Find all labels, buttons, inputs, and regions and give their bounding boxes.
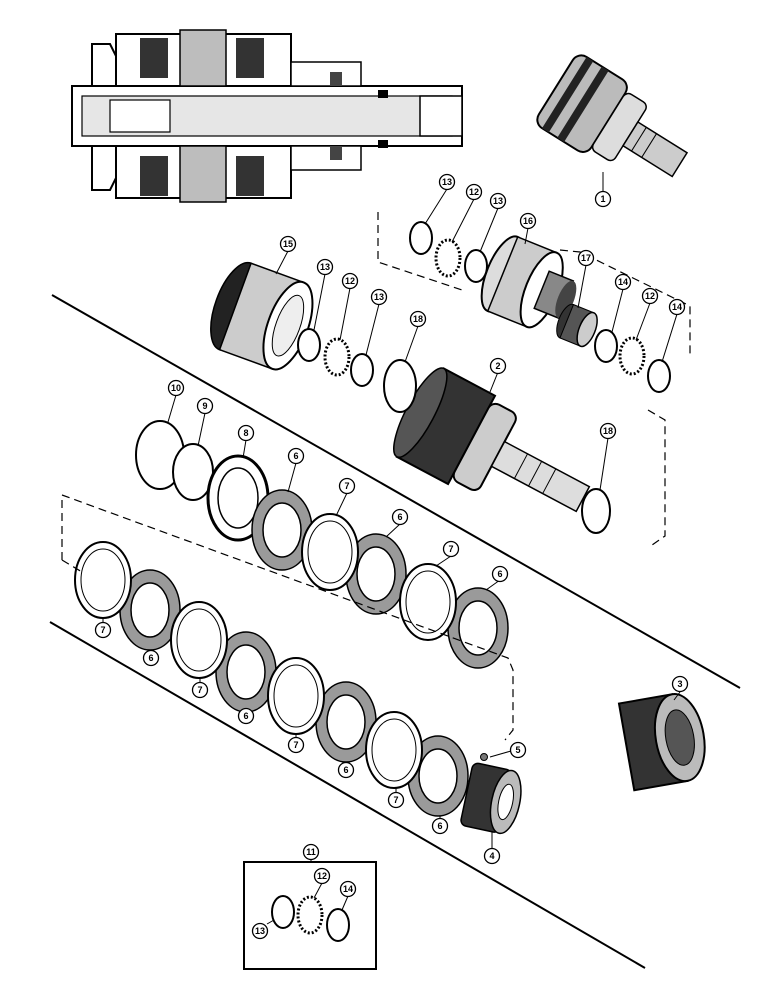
callout-7: 7 — [94, 621, 112, 639]
frame-line-lower — [49, 621, 646, 969]
hub-part-4 — [460, 762, 522, 835]
svg-text:13: 13 — [374, 292, 384, 302]
inset-rings — [271, 895, 350, 942]
callout-7: 7 — [191, 681, 209, 699]
svg-text:13: 13 — [493, 196, 503, 206]
callout-12: 12 — [341, 272, 359, 290]
callout-3: 3 — [671, 675, 689, 693]
callout-11: 11 — [302, 843, 320, 861]
svg-text:7: 7 — [197, 685, 202, 695]
svg-text:11: 11 — [306, 847, 316, 857]
svg-text:17: 17 — [581, 253, 591, 263]
clutch-drum-part-15 — [210, 261, 314, 371]
callout-6: 6 — [287, 447, 305, 465]
callout-13: 13 — [316, 258, 334, 276]
callout-15: 15 — [279, 235, 297, 253]
callout-7: 7 — [442, 540, 460, 558]
callout-7: 7 — [338, 477, 356, 495]
svg-text:2: 2 — [495, 361, 500, 371]
svg-text:18: 18 — [413, 314, 423, 324]
thin-rings — [135, 221, 671, 542]
callout-4: 4 — [483, 847, 501, 865]
svg-text:8: 8 — [243, 428, 248, 438]
clutch-assembly-part-1 — [536, 54, 689, 178]
svg-text:13: 13 — [320, 262, 330, 272]
callout-10: 10 — [167, 379, 185, 397]
svg-text:6: 6 — [148, 653, 153, 663]
group-outline-middle — [647, 409, 666, 546]
svg-text:7: 7 — [448, 544, 453, 554]
callout-6: 6 — [337, 761, 355, 779]
callout-8: 8 — [237, 424, 255, 442]
svg-text:13: 13 — [255, 926, 265, 936]
callout-14: 14 — [339, 880, 357, 898]
needle-bearing-part-17 — [556, 303, 598, 348]
svg-text:7: 7 — [100, 625, 105, 635]
shaft-cross-section — [71, 29, 463, 203]
callout-18: 18 — [409, 310, 427, 328]
callout-13: 13 — [438, 173, 456, 191]
callout-6: 6 — [431, 817, 449, 835]
callout-14: 14 — [668, 298, 686, 316]
steel-discs — [74, 513, 457, 789]
friction-discs — [119, 489, 509, 817]
callout-7: 7 — [287, 736, 305, 754]
svg-text:12: 12 — [345, 276, 355, 286]
callout-5: 5 — [509, 741, 527, 759]
check-ball-part-5 — [480, 753, 488, 761]
svg-text:9: 9 — [202, 401, 207, 411]
svg-text:6: 6 — [397, 512, 402, 522]
callout-6: 6 — [391, 508, 409, 526]
svg-text:14: 14 — [618, 277, 628, 287]
group-outline-upper — [377, 212, 691, 355]
svg-text:6: 6 — [497, 569, 502, 579]
callout-16: 16 — [519, 212, 537, 230]
callout-9: 9 — [196, 397, 214, 415]
svg-text:6: 6 — [437, 821, 442, 831]
callout-6: 6 — [142, 649, 160, 667]
clutch-pack-part-2 — [393, 367, 591, 513]
svg-text:14: 14 — [672, 302, 682, 312]
svg-text:6: 6 — [343, 765, 348, 775]
svg-text:4: 4 — [489, 851, 494, 861]
svg-text:1: 1 — [600, 194, 605, 204]
svg-text:12: 12 — [469, 187, 479, 197]
svg-text:12: 12 — [317, 871, 327, 881]
svg-text:6: 6 — [293, 451, 298, 461]
callout-6: 6 — [491, 565, 509, 583]
callout-7: 7 — [387, 791, 405, 809]
callout-2: 2 — [489, 357, 507, 375]
callout-14: 14 — [614, 273, 632, 291]
callout-12: 12 — [465, 183, 483, 201]
frame-line-upper — [51, 294, 741, 689]
leader-lines — [102, 172, 681, 925]
callout-12: 12 — [641, 287, 659, 305]
svg-text:13: 13 — [442, 177, 452, 187]
svg-text:3: 3 — [677, 679, 682, 689]
svg-text:12: 12 — [645, 291, 655, 301]
svg-text:6: 6 — [243, 711, 248, 721]
svg-text:15: 15 — [283, 239, 293, 249]
svg-text:5: 5 — [515, 745, 520, 755]
callout-13: 13 — [251, 922, 269, 940]
callout-6: 6 — [237, 707, 255, 725]
callout-18: 18 — [599, 422, 617, 440]
svg-text:18: 18 — [603, 426, 613, 436]
callout-17: 17 — [577, 249, 595, 267]
svg-text:7: 7 — [393, 795, 398, 805]
callout-12: 12 — [313, 867, 331, 885]
svg-text:14: 14 — [343, 884, 353, 894]
callout-13: 13 — [370, 288, 388, 306]
svg-text:7: 7 — [293, 740, 298, 750]
svg-text:10: 10 — [171, 383, 181, 393]
callout-1: 1 — [594, 190, 612, 208]
svg-text:7: 7 — [344, 481, 349, 491]
clutch-pack-part-3 — [617, 693, 706, 792]
svg-text:16: 16 — [523, 216, 533, 226]
group-outline-discs — [61, 494, 514, 741]
callout-13: 13 — [489, 192, 507, 210]
